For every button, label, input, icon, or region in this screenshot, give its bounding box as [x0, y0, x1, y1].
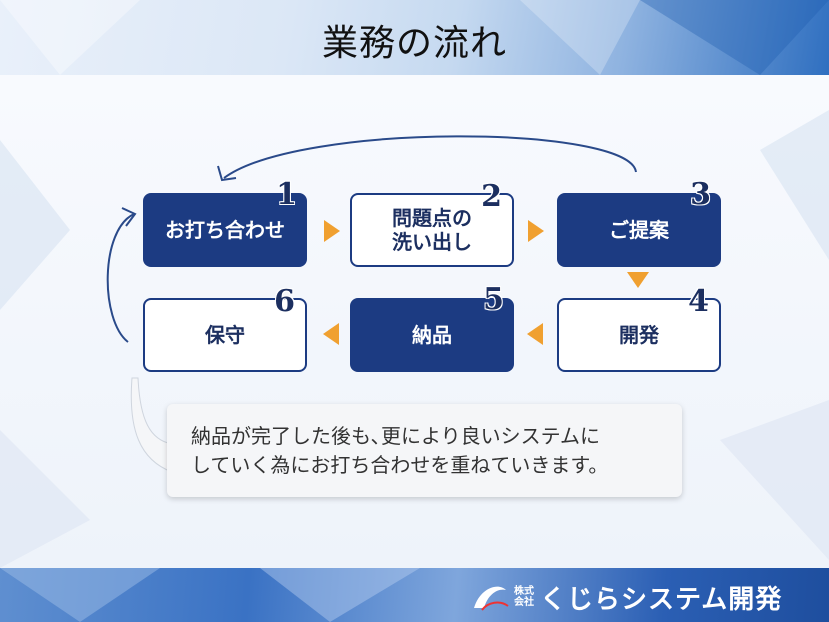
- whale-logo-icon: [474, 586, 509, 611]
- step-label: 開発: [619, 323, 659, 347]
- flow-arrow-4-5: [527, 323, 543, 345]
- loop-arrow-left-head: [121, 207, 137, 227]
- step-4-box: 4 開発: [557, 287, 721, 372]
- loop-arrow-top: [223, 135, 637, 179]
- step-label: 納品: [412, 323, 452, 347]
- company-prefix: 株式 会社: [514, 586, 534, 608]
- step-label: 問題点の 洗い出し: [392, 206, 472, 254]
- flow-arrow-5-6: [323, 323, 339, 345]
- step-number: 3: [690, 177, 711, 212]
- step-number: 1: [276, 177, 297, 212]
- flow-arrow-1-2: [324, 220, 340, 242]
- step-label: 保守: [205, 323, 245, 347]
- company-prefix-bottom: 会社: [514, 597, 534, 608]
- step-label: お打ち合わせ: [165, 218, 285, 242]
- step-6-box: 6 保守: [143, 287, 307, 372]
- company-name: くじらシステム開発: [540, 584, 783, 615]
- step-2-box: 2 問題点の 洗い出し: [350, 182, 514, 267]
- flow-arrow-3-4: [627, 272, 649, 288]
- loop-arrow-left: [106, 213, 135, 343]
- company-prefix-top: 株式: [514, 586, 534, 597]
- step-3-box: 3 ご提案: [557, 180, 721, 267]
- page-title: 業務の流れ: [321, 23, 507, 64]
- flow-arrow-2-3: [528, 220, 544, 242]
- step-label: ご提案: [609, 218, 669, 242]
- header-band: [0, 0, 829, 75]
- step-number: 4: [688, 284, 709, 319]
- callout-line-1: 納品が完了した後も､更により良いシステムに: [191, 424, 600, 448]
- step-5-box: 5 納品: [350, 285, 514, 372]
- callout-line-2: していく為にお打ち合わせを重ねていきます。: [191, 453, 609, 477]
- loop-arrow-top-head: [217, 165, 237, 182]
- step-number: 2: [481, 179, 502, 214]
- step-number: 6: [274, 284, 295, 319]
- company-logo: 株式 会社 くじらシステム開発: [470, 578, 782, 616]
- step-1-box: 1 お打ち合わせ: [143, 180, 307, 267]
- callout-tail: [130, 377, 173, 473]
- callout-note: 納品が完了した後も､更により良いシステムに していく為にお打ち合わせを重ねていき…: [167, 404, 682, 497]
- step-number: 5: [483, 282, 504, 317]
